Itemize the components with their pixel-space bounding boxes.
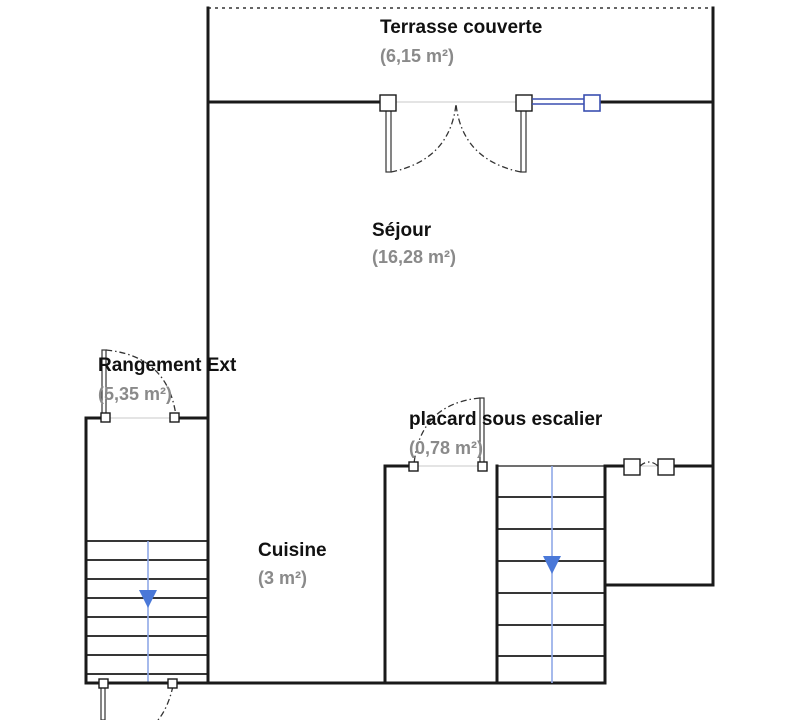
- stair-down-arrow-icon: [543, 556, 561, 574]
- staircase-left: [86, 540, 208, 683]
- door-jamb-node: [169, 412, 180, 423]
- room-area-placard: (0,78 m²): [409, 438, 484, 458]
- room-label-cuisine: Cuisine: [258, 540, 327, 561]
- door-jamb-node: [379, 94, 397, 112]
- door-jamb-node: [657, 458, 675, 476]
- room-label-terrasse: Terrasse couverte: [380, 17, 543, 38]
- door-jamb-node: [100, 412, 111, 423]
- french-door-swing-right: [455, 103, 522, 173]
- room-label-sejour: Séjour: [372, 220, 432, 241]
- door-jamb-node: [477, 461, 488, 472]
- door-jamb-node: [98, 678, 109, 689]
- window-jamb-node: [583, 94, 601, 112]
- room-label-placard: placard sous escalier: [409, 409, 603, 430]
- french-door-leaf-right: [520, 101, 527, 173]
- room-area-cuisine: (3 m²): [258, 568, 307, 588]
- room-area-sejour: (16,28 m²): [372, 247, 457, 267]
- room-area-rangement: (5,35 m²): [98, 384, 173, 404]
- door-jamb-node: [408, 461, 419, 472]
- room-label-rangement: Rangement Ext: [98, 355, 237, 376]
- small-door-swing: [639, 461, 659, 467]
- placard-door-swing: [413, 397, 481, 465]
- door-jamb-node: [623, 458, 641, 476]
- french-door-leaf-left: [385, 101, 392, 173]
- door-jamb-node: [167, 678, 178, 689]
- exterior-door-swing: [157, 685, 174, 720]
- french-door-swing-left: [390, 103, 457, 173]
- door-jamb-node: [515, 94, 533, 112]
- stair-down-arrow-icon: [139, 590, 157, 608]
- room-area-terrasse: (6,15 m²): [380, 46, 455, 66]
- staircase-right: [497, 464, 607, 685]
